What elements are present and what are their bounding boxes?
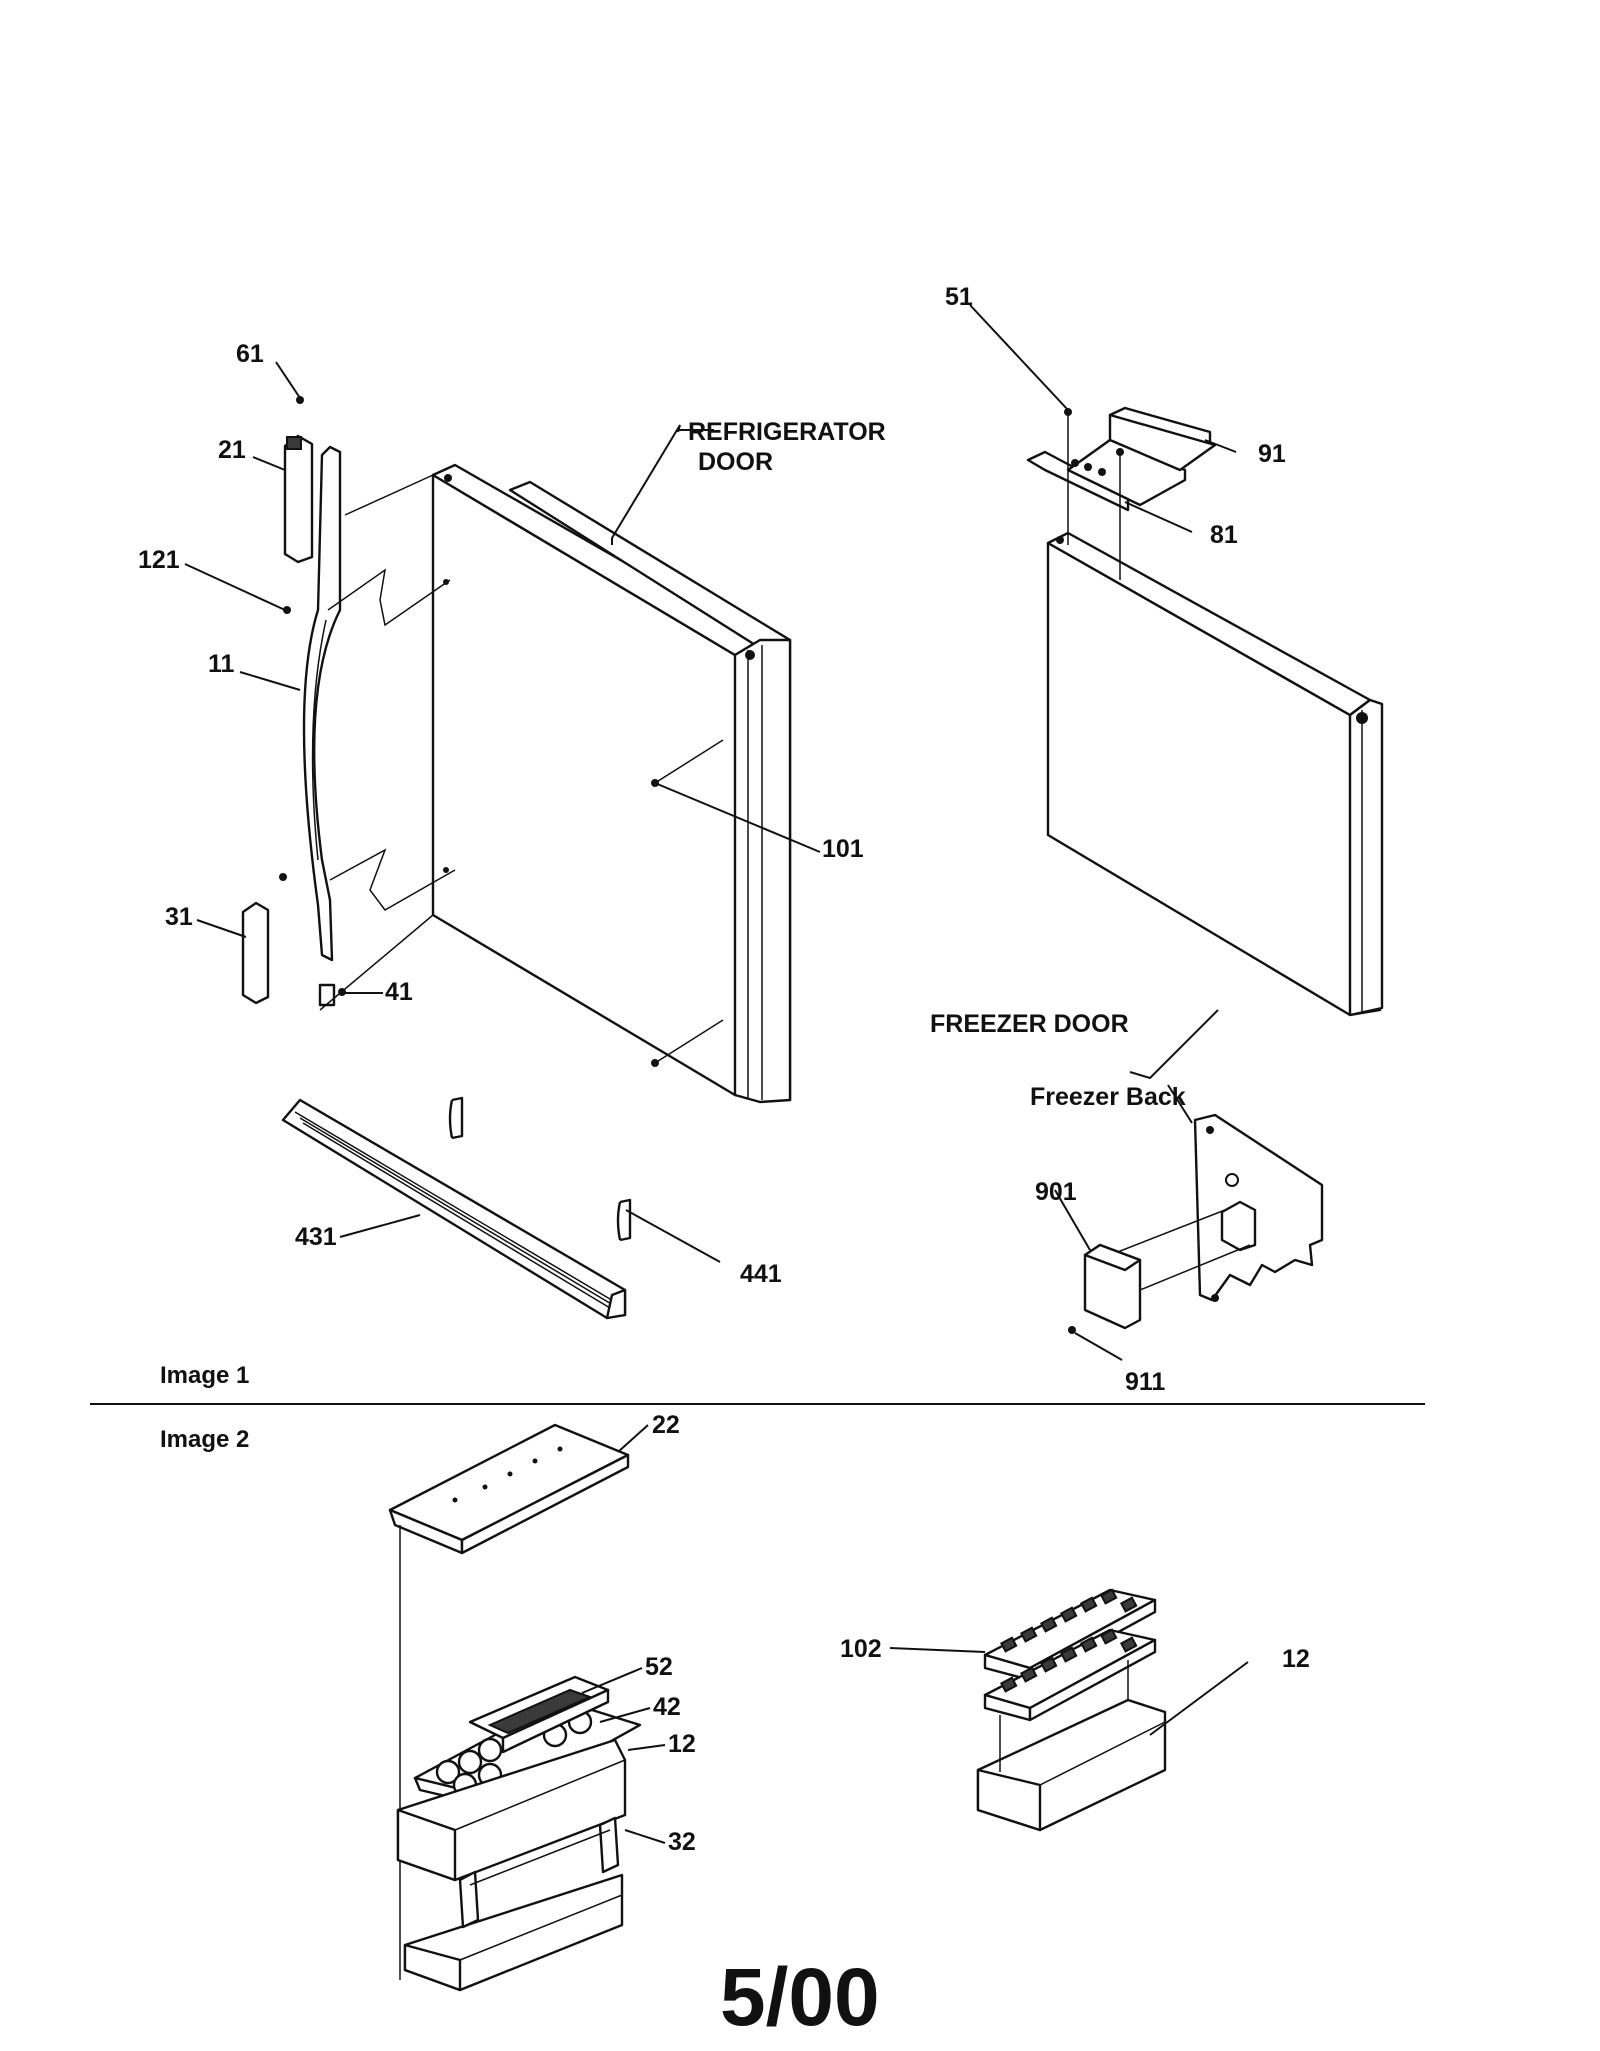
callout-42: 42 xyxy=(653,1693,681,1721)
callout-22: 22 xyxy=(652,1411,680,1439)
ice-cube-trays xyxy=(983,1588,1157,1722)
leader-lines-image-2 xyxy=(581,1424,1249,1844)
callout-91: 91 xyxy=(1258,440,1286,468)
callout-52: 52 xyxy=(645,1653,673,1681)
freezer-door-label: FREEZER DOOR xyxy=(930,1010,1129,1038)
callout-102: 102 xyxy=(840,1635,882,1663)
freezer-back-label: Freezer Back xyxy=(1030,1083,1186,1111)
callout-431: 431 xyxy=(295,1223,337,1251)
callout-12-left: 12 xyxy=(668,1730,696,1758)
freezer-back-panel xyxy=(1193,1113,1324,1302)
egg-tray xyxy=(413,1675,642,1812)
door-bin-left xyxy=(396,1738,627,1882)
callout-441: 441 xyxy=(740,1260,782,1288)
ice-tray-cells-upper xyxy=(1000,1588,1138,1653)
callout-121: 121 xyxy=(138,546,180,574)
callout-11: 11 xyxy=(208,650,235,678)
callout-911: 911 xyxy=(1125,1368,1165,1396)
callout-81: 81 xyxy=(1210,521,1238,549)
callout-61: 61 xyxy=(236,340,264,368)
door-bin-lower xyxy=(403,1816,624,1992)
refrigerator-door-label-line-2: DOOR xyxy=(698,448,773,476)
ice-tray-cells-lower xyxy=(1000,1628,1138,1693)
callout-101: 101 xyxy=(822,835,864,863)
door-shelf-cover xyxy=(388,1423,630,1980)
section-label-image-2: Image 2 xyxy=(160,1426,249,1453)
kickplate-grille xyxy=(281,1096,632,1320)
callout-12-right: 12 xyxy=(1282,1645,1310,1673)
callout-21: 21 xyxy=(218,436,246,464)
door-handle-assembly xyxy=(241,396,346,1007)
refrigerator-door xyxy=(431,463,792,1104)
freezer-handle-assembly xyxy=(1026,406,1217,580)
callout-32: 32 xyxy=(668,1828,696,1856)
refrigerator-door-guide-lines xyxy=(319,474,724,1067)
callout-901: 901 xyxy=(1035,1178,1077,1206)
leader-lines-image-1 xyxy=(184,304,1237,1361)
section-label-image-1: Image 1 xyxy=(160,1362,249,1389)
ice-maker-panel xyxy=(1068,1209,1251,1334)
callout-51: 51 xyxy=(945,283,973,311)
freezer-door xyxy=(1046,531,1384,1017)
ice-bin-right xyxy=(976,1660,1167,1832)
refrigerator-door-label-line-1: REFRIGERATOR xyxy=(688,418,886,446)
callout-31: 31 xyxy=(165,903,193,931)
callout-41: 41 xyxy=(385,978,413,1006)
date-code: 5/00 xyxy=(720,1952,880,2043)
